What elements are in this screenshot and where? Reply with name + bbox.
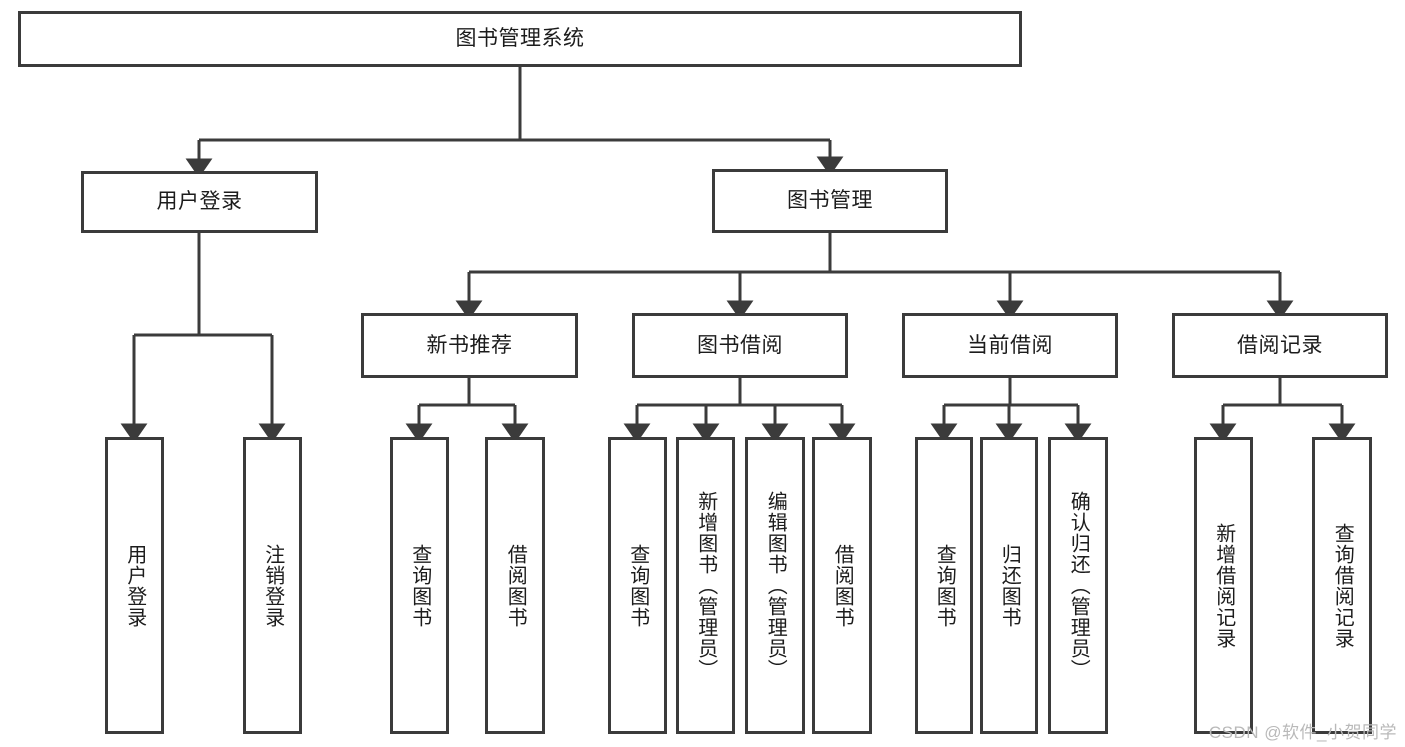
node-book-borrow-label: 图书借阅 bbox=[697, 333, 783, 357]
node-book-manage[interactable]: 图书管理 bbox=[712, 169, 948, 233]
node-user-login-label: 用户登录 bbox=[156, 190, 243, 214]
node-leaf-query-book-1[interactable]: 查询图书 bbox=[390, 437, 449, 734]
node-new-book-rec-label: 新书推荐 bbox=[426, 333, 513, 357]
node-book-manage-label: 图书管理 bbox=[787, 189, 873, 213]
node-leaf-logout-login-label: 注销登录 bbox=[261, 543, 284, 628]
node-current-borrow-label: 当前借阅 bbox=[967, 333, 1053, 357]
node-leaf-confirm-return[interactable]: 确认归还（管理员） bbox=[1048, 437, 1108, 734]
node-leaf-borrow-book-1[interactable]: 借阅图书 bbox=[485, 437, 545, 734]
node-user-login[interactable]: 用户登录 bbox=[81, 171, 318, 233]
node-leaf-borrow-book-2-label: 借阅图书 bbox=[831, 543, 854, 628]
node-borrow-record[interactable]: 借阅记录 bbox=[1172, 313, 1388, 378]
node-leaf-query-record-label: 查询借阅记录 bbox=[1331, 522, 1354, 649]
node-leaf-edit-book[interactable]: 编辑图书（管理员） bbox=[745, 437, 805, 734]
watermark-text: CSDN @软件_小贺同学 bbox=[1208, 723, 1397, 742]
node-leaf-add-record-label: 新增借阅记录 bbox=[1212, 522, 1235, 649]
node-leaf-query-record[interactable]: 查询借阅记录 bbox=[1312, 437, 1372, 734]
node-leaf-confirm-return-label: 确认归还（管理员） bbox=[1067, 491, 1090, 680]
node-new-book-rec[interactable]: 新书推荐 bbox=[361, 313, 578, 378]
node-leaf-user-login[interactable]: 用户登录 bbox=[105, 437, 164, 734]
node-leaf-add-book-label: 新增图书（管理员） bbox=[694, 491, 717, 680]
node-leaf-add-book[interactable]: 新增图书（管理员） bbox=[676, 437, 735, 734]
node-root[interactable]: 图书管理系统 bbox=[18, 11, 1022, 67]
node-leaf-user-login-label: 用户登录 bbox=[123, 543, 146, 628]
node-borrow-record-label: 借阅记录 bbox=[1237, 333, 1323, 357]
node-book-borrow[interactable]: 图书借阅 bbox=[632, 313, 848, 378]
node-leaf-return-book-label: 归还图书 bbox=[998, 543, 1021, 628]
node-current-borrow[interactable]: 当前借阅 bbox=[902, 313, 1118, 378]
node-leaf-logout-login[interactable]: 注销登录 bbox=[243, 437, 302, 734]
node-root-label: 图书管理系统 bbox=[455, 27, 585, 51]
node-leaf-edit-book-label: 编辑图书（管理员） bbox=[764, 491, 787, 680]
node-leaf-query-book-2[interactable]: 查询图书 bbox=[608, 437, 667, 734]
node-leaf-query-book-3-label: 查询图书 bbox=[933, 543, 956, 628]
node-leaf-borrow-book-2[interactable]: 借阅图书 bbox=[812, 437, 872, 734]
node-leaf-query-book-2-label: 查询图书 bbox=[626, 543, 649, 628]
node-leaf-query-book-3[interactable]: 查询图书 bbox=[915, 437, 973, 734]
node-leaf-borrow-book-1-label: 借阅图书 bbox=[504, 543, 527, 628]
node-leaf-query-book-1-label: 查询图书 bbox=[408, 543, 431, 628]
node-leaf-add-record[interactable]: 新增借阅记录 bbox=[1194, 437, 1253, 734]
node-leaf-return-book[interactable]: 归还图书 bbox=[980, 437, 1038, 734]
